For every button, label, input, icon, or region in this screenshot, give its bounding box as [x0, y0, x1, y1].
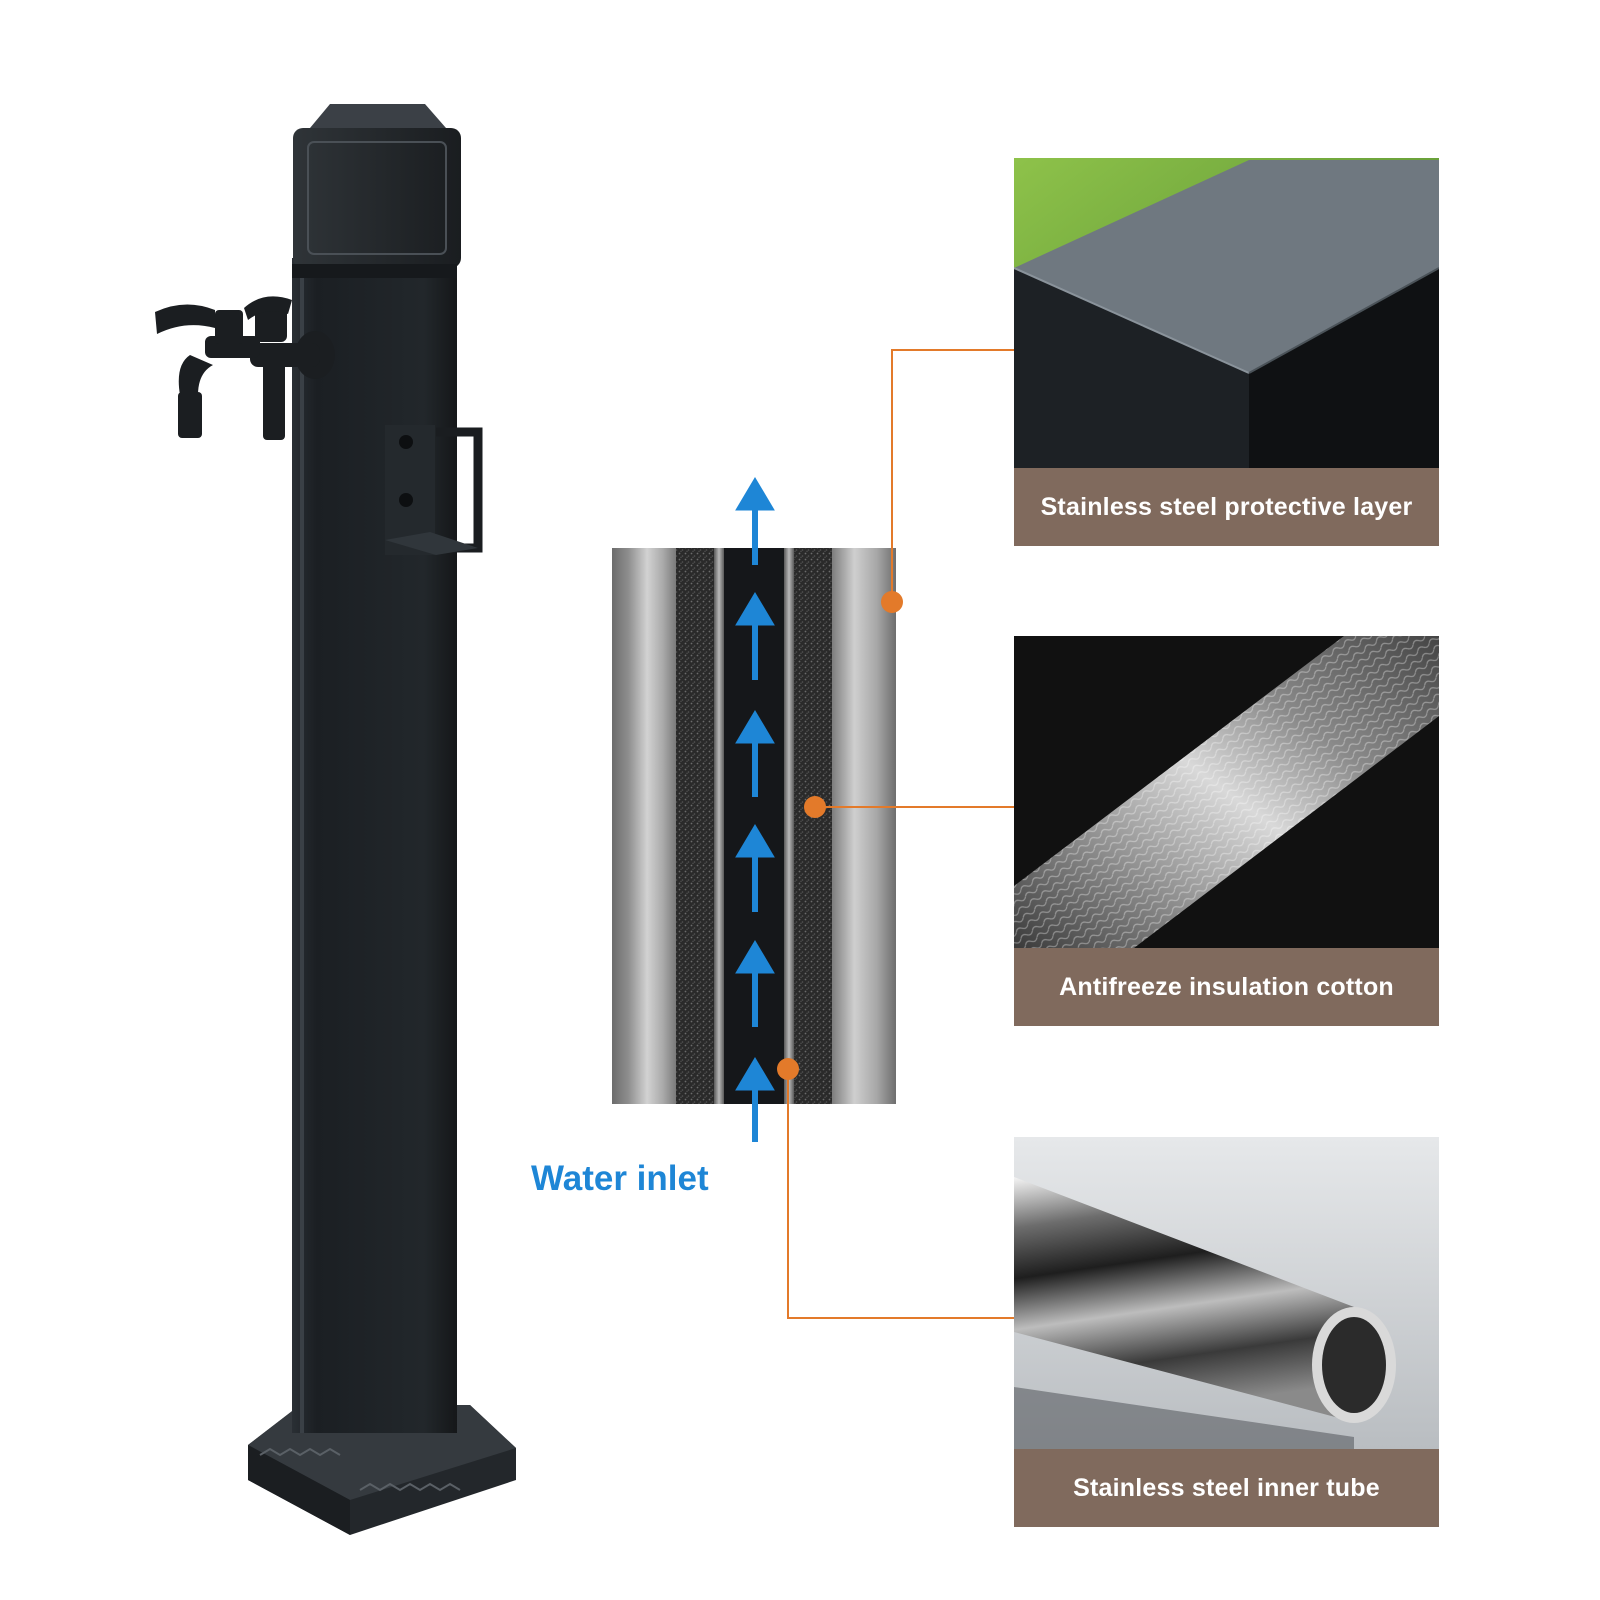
cotton-left: [676, 548, 714, 1104]
post-cap-top: [310, 104, 446, 128]
post-base-side: [248, 1445, 350, 1535]
post-illustration: [155, 104, 516, 1535]
leader-dot-insulation-cotton: [804, 796, 826, 818]
inner-tube-wall-right: [784, 548, 794, 1104]
base-pattern: [259, 1447, 461, 1492]
flow-arrow-icon: [735, 710, 775, 797]
panel-insulation-cotton: Antifreeze insulation cotton: [1014, 636, 1439, 1026]
leader-dot-inner-tube: [777, 1058, 799, 1080]
flow-arrows: [735, 477, 775, 1142]
flow-arrow-icon: [735, 940, 775, 1027]
flow-arrow-icon: [735, 824, 775, 912]
caption-insulation-cotton: Antifreeze insulation cotton: [1014, 948, 1439, 1026]
flow-arrow-icon: [735, 1057, 775, 1142]
caption-inner-tube: Stainless steel inner tube: [1014, 1449, 1439, 1527]
leader-lines: [787, 349, 1014, 1319]
leader-inner-tube: [787, 1069, 1014, 1319]
outer-steel-right: [832, 548, 896, 1104]
panel-protective-layer: Stainless steel protective layer: [1014, 158, 1439, 546]
flow-arrow-icon: [735, 592, 775, 680]
caption-protective-layer: Stainless steel protective layer: [1014, 468, 1439, 546]
flow-arrow-icon: [735, 477, 775, 565]
leader-dots: [777, 591, 903, 1080]
inner-tube-wall-left: [714, 548, 724, 1104]
post-cap: [293, 128, 461, 268]
faucet-icon: [155, 296, 335, 440]
cotton-right: [794, 548, 832, 1104]
outer-steel-left: [612, 548, 676, 1104]
post-edge-highlight: [300, 258, 304, 1433]
inner-tube-image: [1014, 1137, 1439, 1449]
protective-layer-image: [1014, 158, 1439, 468]
panel-inner-tube: Stainless steel inner tube: [1014, 1137, 1439, 1527]
leader-dot-protective-layer: [881, 591, 903, 613]
water-inlet-label: Water inlet: [531, 1159, 709, 1198]
leader-protective-layer: [891, 349, 1014, 602]
post-cap-panel: [307, 141, 447, 255]
insulation-cotton-image: [1014, 636, 1439, 948]
post-cap-collar: [292, 264, 457, 278]
hose-bracket: [385, 425, 483, 555]
